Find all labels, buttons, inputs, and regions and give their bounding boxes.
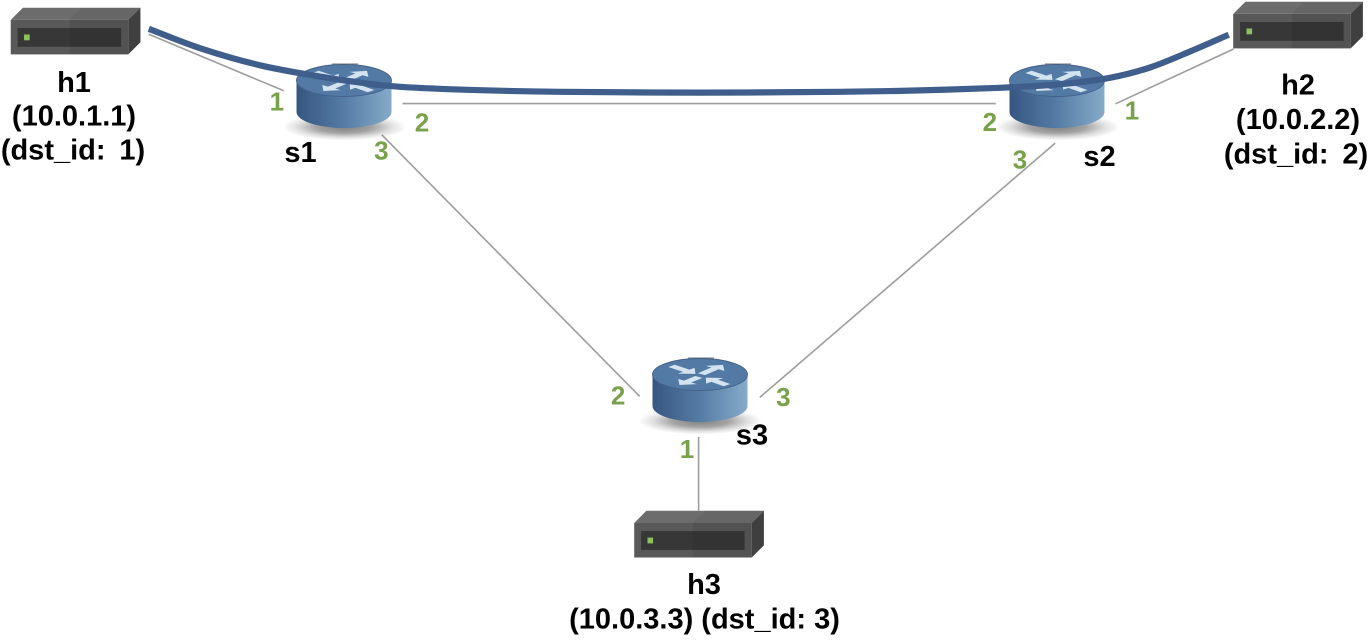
svg-text:3: 3 bbox=[374, 136, 388, 166]
svg-text:(10.0.1.1): (10.0.1.1) bbox=[12, 101, 136, 133]
svg-text:s3: s3 bbox=[736, 420, 768, 452]
svg-text:h2: h2 bbox=[1281, 70, 1315, 102]
svg-text:s2: s2 bbox=[1083, 141, 1115, 173]
svg-text:(dst_id: 1): (dst_id: 1) bbox=[1, 135, 145, 167]
svg-text:(10.0.3.3) (dst_id: 3): (10.0.3.3) (dst_id: 3) bbox=[569, 604, 840, 636]
svg-text:3: 3 bbox=[1013, 145, 1027, 175]
svg-text:h3: h3 bbox=[687, 569, 721, 601]
svg-text:s1: s1 bbox=[284, 137, 316, 169]
svg-text:1: 1 bbox=[1125, 96, 1139, 126]
svg-text:h1: h1 bbox=[57, 67, 91, 99]
svg-text:2: 2 bbox=[415, 108, 429, 138]
svg-text:3: 3 bbox=[776, 382, 790, 412]
svg-text:(10.0.2.2): (10.0.2.2) bbox=[1236, 104, 1360, 136]
svg-text:(dst_id: 2): (dst_id: 2) bbox=[1224, 139, 1368, 171]
svg-text:2: 2 bbox=[611, 381, 625, 411]
svg-text:2: 2 bbox=[983, 107, 997, 137]
svg-text:1: 1 bbox=[680, 434, 694, 464]
svg-text:1: 1 bbox=[270, 87, 284, 117]
